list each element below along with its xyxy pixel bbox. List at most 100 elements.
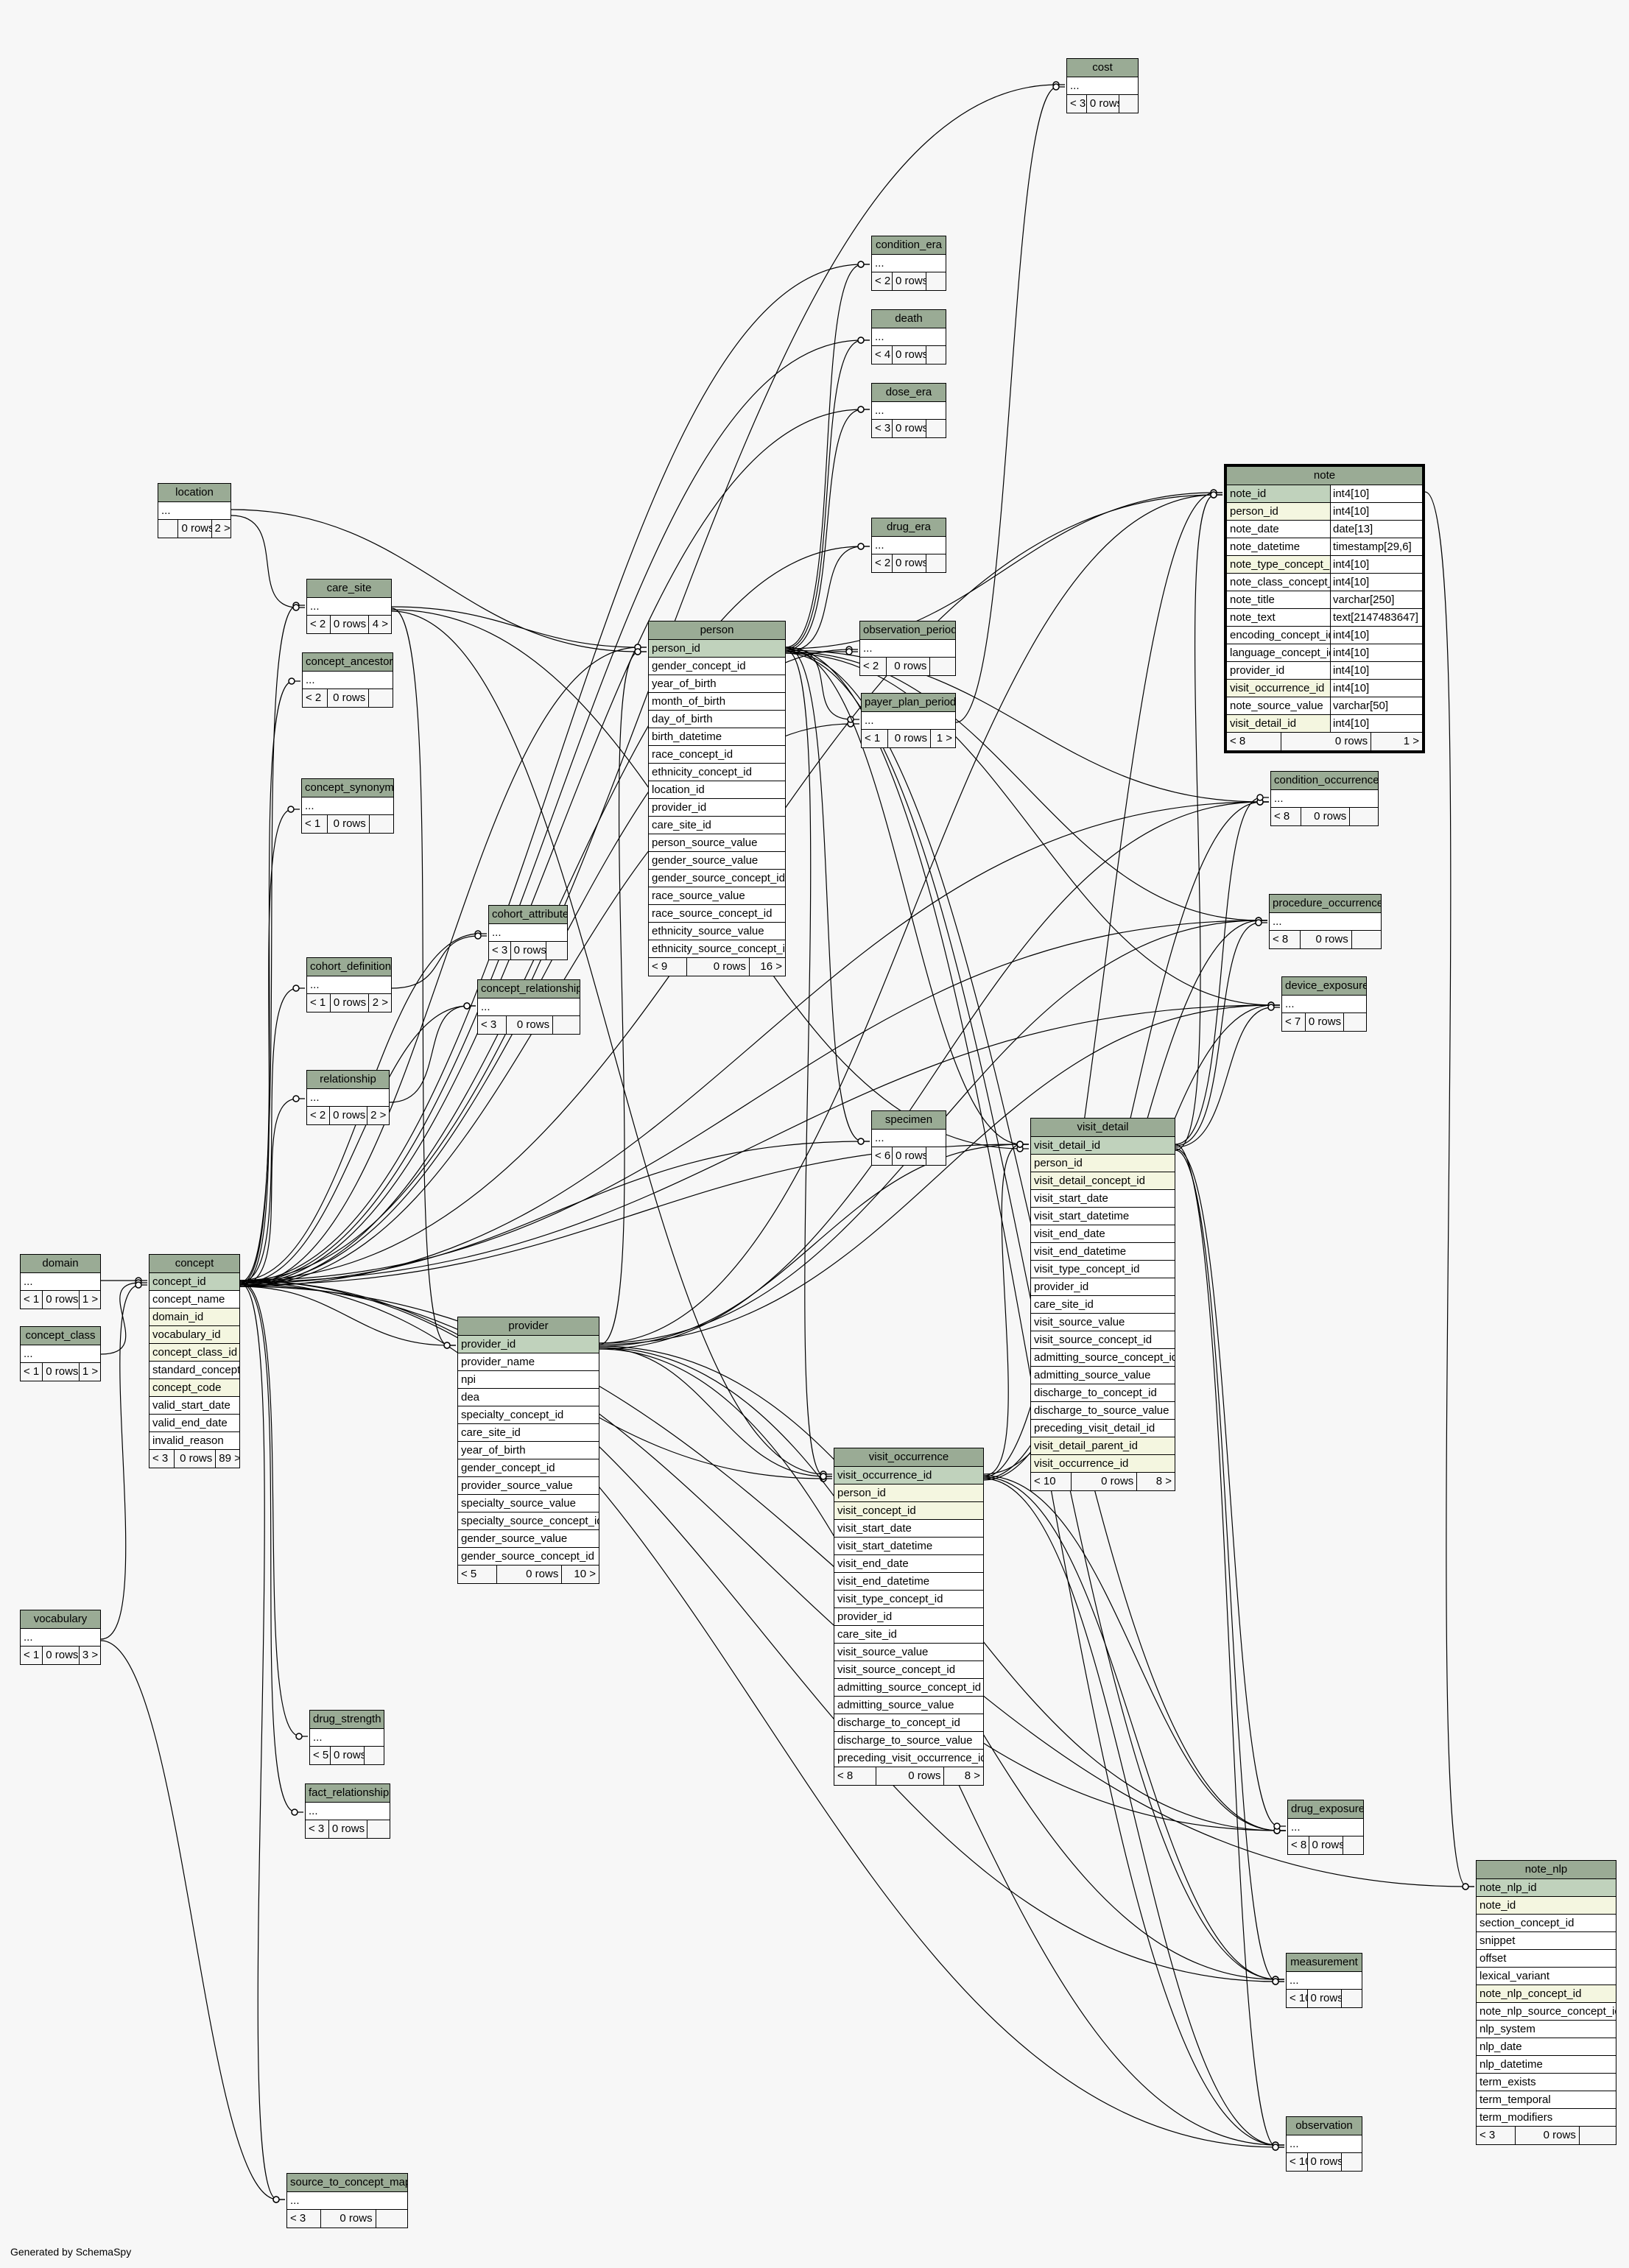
column-row[interactable]: nlp_datetime xyxy=(1477,2056,1616,2074)
parent-count[interactable]: < 4 xyxy=(872,346,893,364)
column-row[interactable]: location_id xyxy=(649,781,785,799)
table-observation[interactable]: observation...< 100 rows xyxy=(1286,2116,1362,2172)
table-title[interactable]: visit_occurrence xyxy=(834,1448,983,1467)
column-row[interactable]: visit_end_date xyxy=(834,1555,983,1573)
column-row[interactable]: gender_concept_id xyxy=(458,1459,599,1477)
parent-count[interactable]: < 2 xyxy=(307,616,331,633)
table-title[interactable]: payer_plan_period xyxy=(862,694,955,712)
table-title[interactable]: concept_ancestor xyxy=(303,653,393,672)
column-row[interactable]: ... xyxy=(872,1130,946,1147)
table-title[interactable]: dose_era xyxy=(872,384,946,402)
column-row[interactable]: standard_concept xyxy=(149,1362,239,1379)
column-row[interactable]: concept_code xyxy=(149,1379,239,1397)
column-row[interactable]: visit_end_date xyxy=(1031,1225,1175,1243)
column-row[interactable]: person_id xyxy=(1031,1155,1175,1172)
child-count[interactable] xyxy=(930,658,955,675)
column-row[interactable]: valid_end_date xyxy=(149,1415,239,1432)
column-row[interactable]: visit_detail_concept_id xyxy=(1031,1172,1175,1190)
column-row[interactable]: provider_id xyxy=(1031,1278,1175,1296)
column-row[interactable]: admitting_source_value xyxy=(834,1697,983,1714)
child-count[interactable]: 2 > xyxy=(370,1109,387,1121)
column-row[interactable]: dea xyxy=(458,1389,599,1406)
column-row[interactable]: ... xyxy=(307,1089,389,1107)
column-row[interactable]: ... xyxy=(1287,2135,1362,2153)
table-measurement[interactable]: measurement...< 100 rows xyxy=(1286,1953,1362,2008)
child-count[interactable]: 1 > xyxy=(936,732,952,744)
column-row[interactable]: person_source_value xyxy=(649,834,785,852)
column-row[interactable]: visit_occurrence_id xyxy=(1031,1455,1175,1473)
child-count[interactable] xyxy=(1350,808,1378,825)
parent-count[interactable]: < 7 xyxy=(1282,1013,1306,1031)
parent-count[interactable]: < 1 xyxy=(21,1647,43,1664)
parent-count[interactable]: < 8 xyxy=(1227,733,1282,750)
parent-count[interactable]: < 5 xyxy=(310,1747,331,1764)
child-count[interactable]: 2 > xyxy=(214,522,231,535)
parent-count[interactable]: < 10 xyxy=(1031,1473,1072,1490)
table-title[interactable]: note_nlp xyxy=(1477,1861,1616,1879)
column-row[interactable]: preceding_visit_occurrence_id xyxy=(834,1750,983,1767)
parent-count[interactable]: < 2 xyxy=(872,272,893,290)
column-row[interactable]: lexical_variant xyxy=(1477,1968,1616,1985)
child-count[interactable] xyxy=(1342,1990,1362,2007)
column-row[interactable]: provider_id xyxy=(834,1608,983,1626)
table-title[interactable]: condition_occurrence xyxy=(1271,772,1378,790)
parent-count[interactable]: < 3 xyxy=(872,420,893,437)
column-row[interactable]: ... xyxy=(862,712,955,730)
column-row[interactable]: term_exists xyxy=(1477,2074,1616,2091)
table-title[interactable]: measurement xyxy=(1287,1954,1362,1972)
table-title[interactable]: relationship xyxy=(307,1071,389,1089)
column-row[interactable]: note_nlp_concept_id xyxy=(1477,1985,1616,2003)
child-count[interactable] xyxy=(926,272,946,290)
column-row[interactable]: ethnicity_concept_id xyxy=(649,764,785,781)
column-row[interactable]: term_modifiers xyxy=(1477,2109,1616,2127)
child-count[interactable] xyxy=(926,420,946,437)
parent-count[interactable]: < 8 xyxy=(1271,808,1301,825)
column-row[interactable]: vocabulary_id xyxy=(149,1326,239,1344)
column-row[interactable]: valid_start_date xyxy=(149,1397,239,1415)
child-count[interactable] xyxy=(1119,95,1138,113)
column-row[interactable]: specialty_source_concept_id xyxy=(458,1512,599,1530)
child-count[interactable] xyxy=(1344,1013,1366,1031)
column-row[interactable]: visit_source_concept_id xyxy=(834,1661,983,1679)
parent-count[interactable]: < 1 xyxy=(307,994,331,1012)
child-count[interactable]: 10 > xyxy=(574,1568,596,1580)
column-row[interactable]: gender_source_concept_id xyxy=(649,870,785,887)
column-row[interactable]: section_concept_id xyxy=(1477,1915,1616,1932)
child-count[interactable] xyxy=(1352,931,1381,948)
child-count[interactable]: 1 > xyxy=(82,1293,99,1306)
child-count[interactable] xyxy=(926,1147,946,1165)
table-title[interactable]: visit_detail xyxy=(1031,1119,1175,1137)
parent-count[interactable] xyxy=(158,520,179,538)
column-row[interactable]: note_id xyxy=(1477,1897,1616,1915)
column-row[interactable]: care_site_id xyxy=(458,1424,599,1442)
table-title[interactable]: concept_relationship xyxy=(478,980,580,999)
table-title[interactable]: source_to_concept_map xyxy=(287,2174,407,2192)
child-count[interactable]: 4 > xyxy=(372,618,388,630)
column-row[interactable]: gender_source_concept_id xyxy=(458,1548,599,1566)
column-row[interactable]: race_source_concept_id xyxy=(649,905,785,923)
column-row[interactable]: visit_type_concept_id xyxy=(834,1591,983,1608)
column-row[interactable]: gender_concept_id xyxy=(649,658,785,675)
column-row[interactable]: ... xyxy=(21,1273,100,1291)
column-row[interactable]: visit_source_value xyxy=(1031,1314,1175,1331)
column-row[interactable]: ... xyxy=(307,598,391,616)
column-row[interactable]: ... xyxy=(310,1729,384,1747)
